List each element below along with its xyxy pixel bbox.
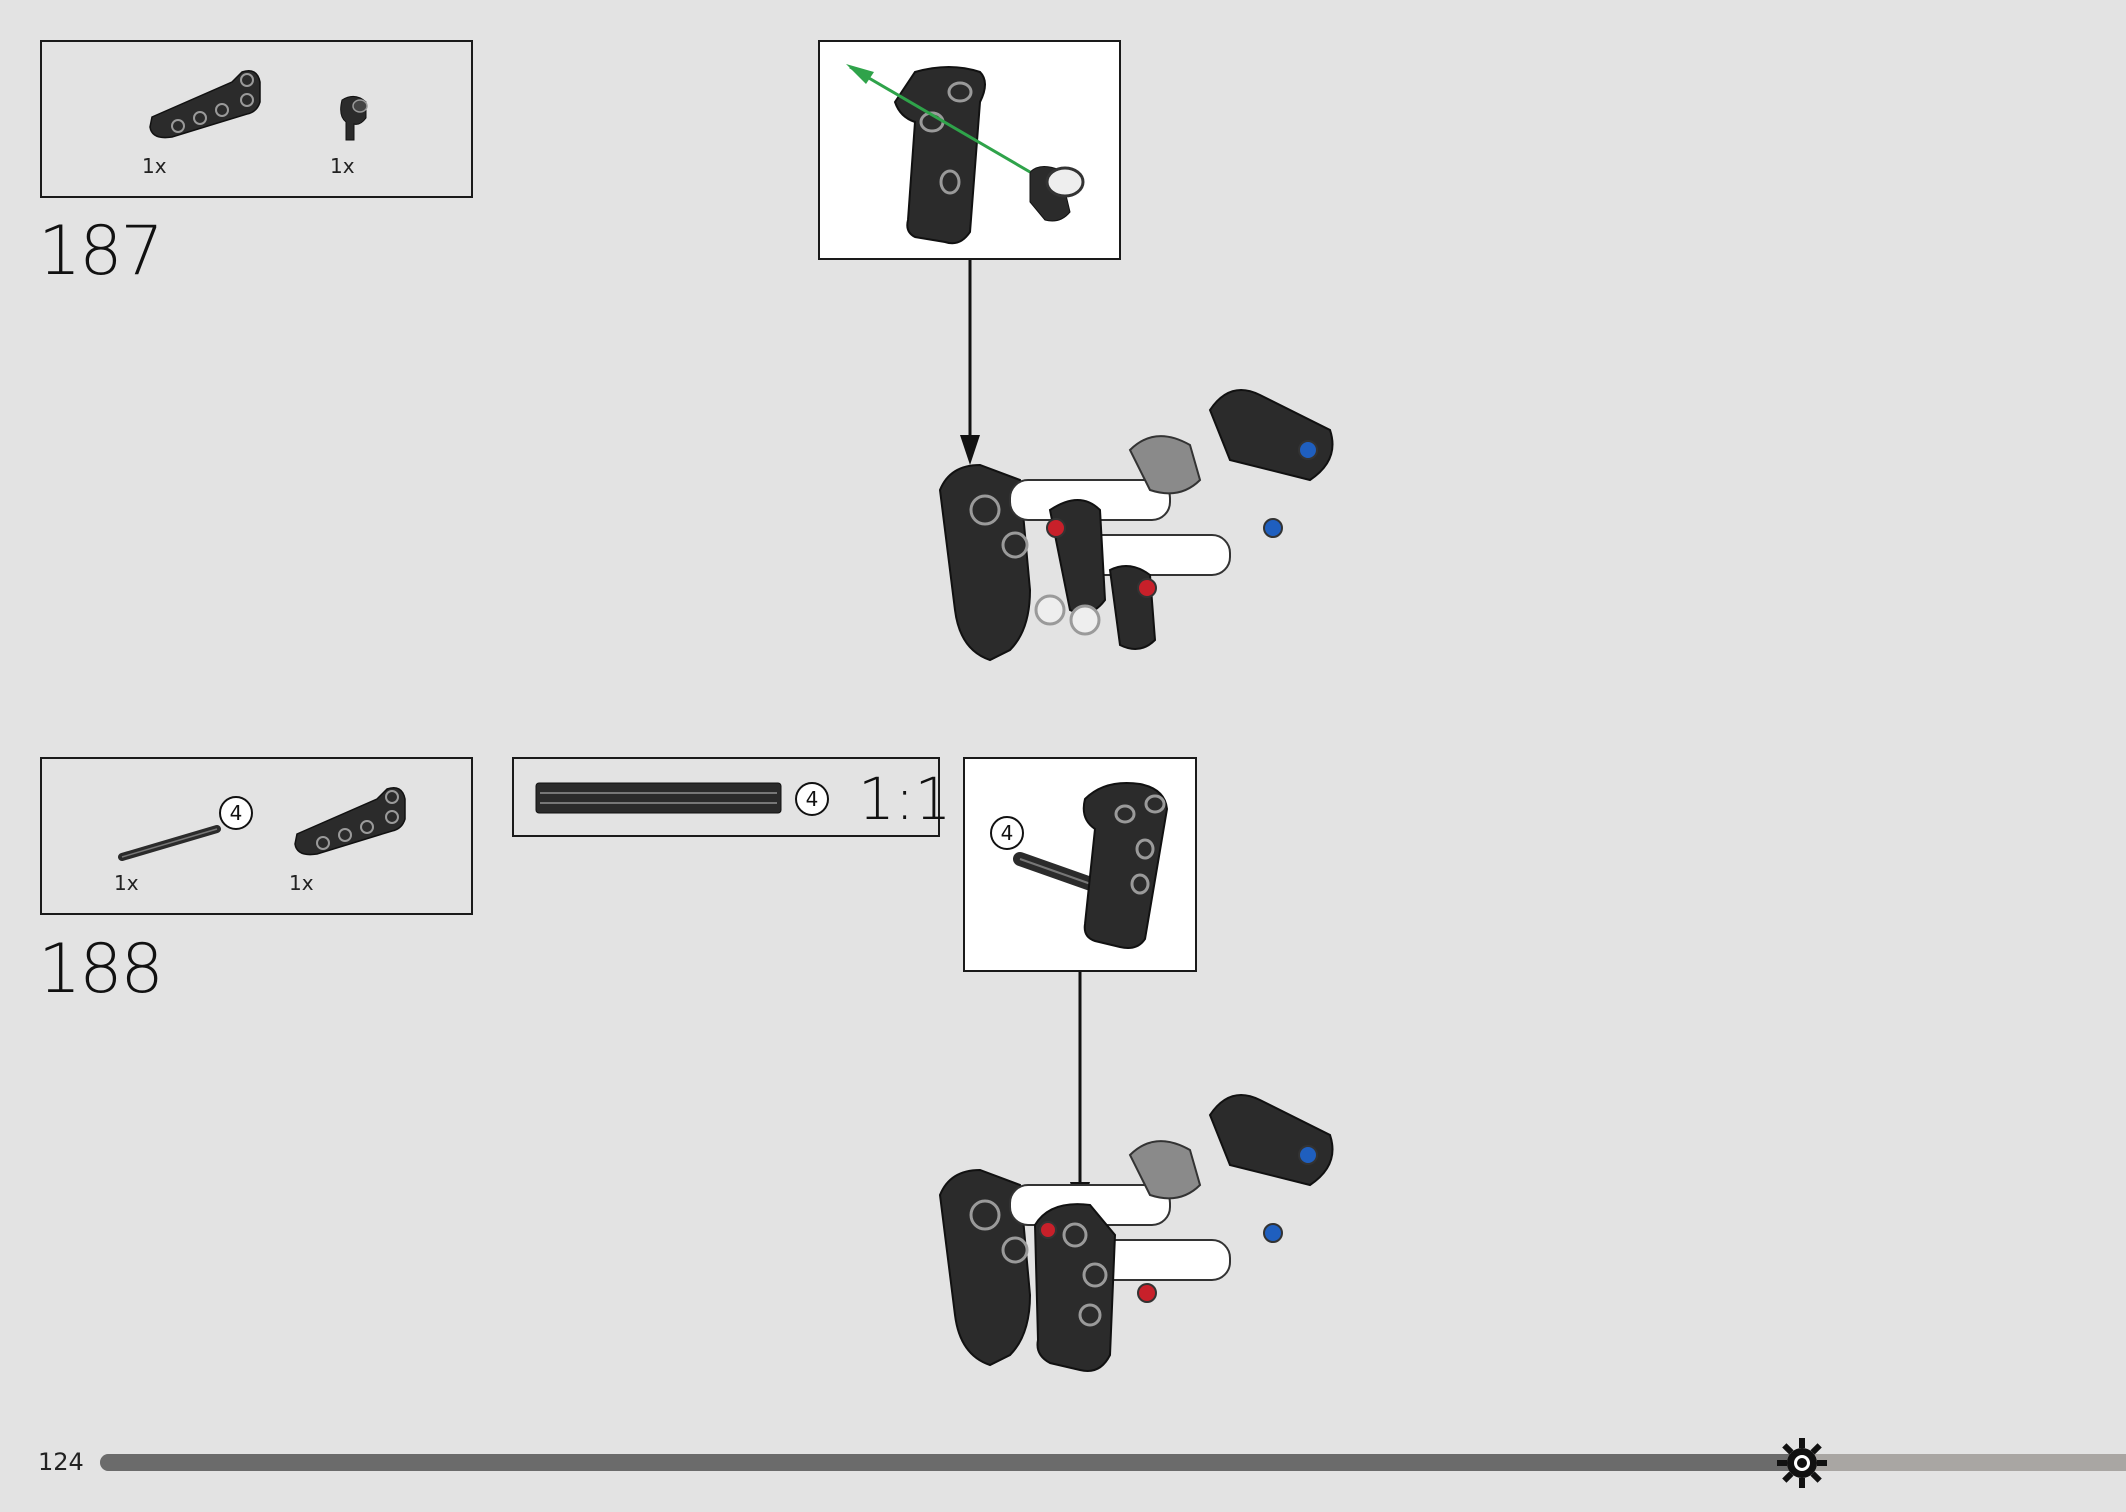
progress-fill: [100, 1454, 1802, 1471]
callout-axle-length: 4: [1001, 821, 1014, 845]
part-qty: 1x: [114, 871, 139, 895]
page-number: 124: [38, 1448, 84, 1476]
model-assembly-187: [938, 389, 1334, 662]
model-assembly-188: [938, 1094, 1334, 1372]
gear-icon: [1776, 1438, 1827, 1488]
bent-liftarm-icon: [294, 787, 406, 856]
scale-length-badge: 4: [795, 782, 829, 816]
axle-length-label: 4: [230, 801, 243, 825]
part-qty: 1x: [289, 871, 314, 895]
step-number-187: 187: [38, 212, 164, 291]
pin-connector-icon: [340, 96, 368, 141]
axle-scale-icon: [535, 782, 782, 814]
part-qty: 1x: [142, 154, 167, 178]
scale-reference-box: 4 1:1: [512, 757, 951, 837]
sub-assembly-callout-188: 4: [963, 757, 1197, 972]
bent-liftarm-icon: [149, 70, 261, 139]
parts-list-box-187: 1x 1x: [40, 40, 473, 198]
step-number-188: 188: [38, 930, 164, 1009]
liftarm-with-axle-icon: 4: [990, 782, 1169, 949]
progress-track: [100, 1454, 2126, 1471]
svg-text:4: 4: [806, 787, 819, 811]
part-qty: 1x: [330, 154, 355, 178]
placement-arrow-187: [960, 260, 980, 465]
parts-list-box-188: 4 1x 1x: [40, 757, 473, 915]
liftarm-with-pin-icon: [846, 64, 1085, 245]
scale-ratio: 1:1: [858, 765, 952, 833]
axle-4-icon: 4: [118, 796, 253, 861]
sub-assembly-callout-187: [818, 40, 1121, 260]
